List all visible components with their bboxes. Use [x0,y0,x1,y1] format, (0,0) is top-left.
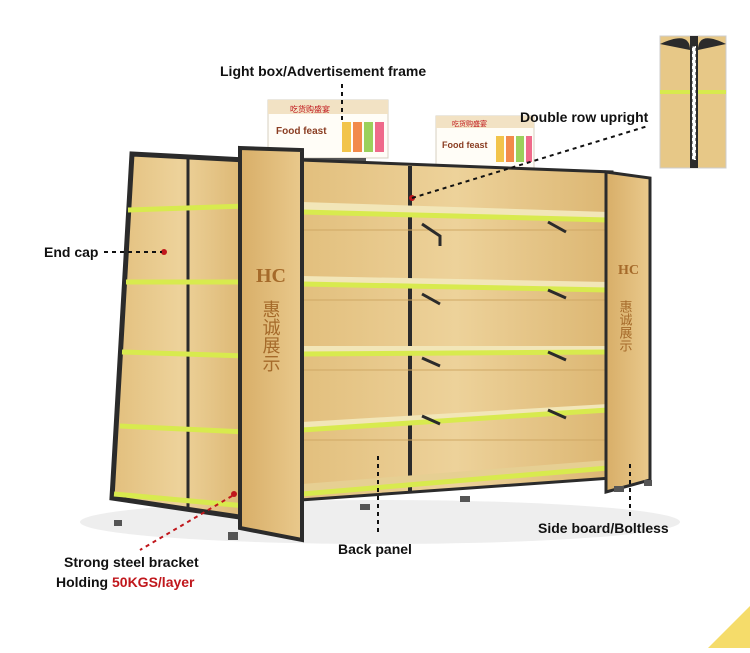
banner-left-title: Food feast [276,126,327,137]
label-end-cap: End cap [44,244,99,260]
label-back-panel: Back panel [338,541,412,557]
side-board-right: HC 惠诚展示 [604,170,652,494]
back-shelves [301,202,609,497]
label-side-board: Side board/Boltless [538,520,669,536]
upright-detail-inset [659,35,727,169]
banner-left-cn: 吃货购盛宴 [290,104,330,114]
corner-decoration [708,606,750,648]
label-bracket-line2: Holding 50KGS/layer [56,574,195,590]
leader-double-row [411,125,649,199]
leader-bracket [139,495,233,551]
label-bracket-highlight: 50KGS/layer [112,574,195,590]
right-vertical-text: 惠诚展示 [617,300,633,352]
banner-right-cn: 吃货购盛宴 [452,119,487,128]
label-bracket-prefix: Holding [56,574,112,590]
label-light-box: Light box/Advertisement frame [220,63,427,79]
banner-right-title: Food feast [442,140,488,150]
front-vertical-text: 惠诚展示 [260,300,281,372]
right-logo: HC [618,263,639,278]
front-logo: HC [256,265,286,287]
label-double-row-upright: Double row upright [520,109,649,125]
label-bracket-line1: Strong steel bracket [64,554,199,570]
side-board-front: HC 惠诚展示 [231,145,304,543]
end-cap [109,151,249,521]
base-feet [114,480,652,540]
